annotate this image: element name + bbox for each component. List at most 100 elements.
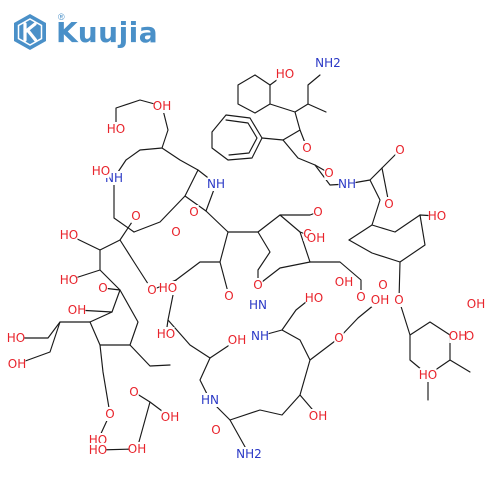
atom-label-backing xyxy=(309,409,327,423)
atom-label: O xyxy=(384,197,393,211)
bond xyxy=(257,231,271,286)
atom-label: O xyxy=(313,205,322,219)
bond xyxy=(89,289,139,346)
bond xyxy=(113,105,169,179)
atom-label-backing xyxy=(276,67,294,81)
atom-label-backing xyxy=(324,166,334,180)
atom-label: O xyxy=(356,290,365,304)
atom-label-backing xyxy=(224,289,234,303)
atom-label-backing xyxy=(305,291,323,305)
atom-label-backing xyxy=(419,368,437,382)
atom-label-backing xyxy=(60,273,78,287)
atom-label-backing xyxy=(201,393,219,407)
atom-label-backing xyxy=(171,225,181,239)
kuujia-logo[interactable]: ® Kuujia xyxy=(10,10,158,54)
atom-label-backing xyxy=(428,209,446,223)
atom-label: HO xyxy=(276,67,294,81)
bond xyxy=(119,215,153,291)
atom-label: HO xyxy=(60,228,78,242)
atom-label-backing xyxy=(253,278,263,292)
atom-label: O xyxy=(302,141,311,155)
atom-label: OH xyxy=(68,303,86,317)
bond xyxy=(282,139,316,166)
atom-label: HO xyxy=(428,209,446,223)
atom-label: HO xyxy=(419,368,437,382)
atom-label: HO xyxy=(92,164,110,178)
bond xyxy=(348,214,426,263)
bond xyxy=(16,321,61,365)
atom-label-backing xyxy=(129,385,139,399)
atom-label: HO xyxy=(107,122,125,136)
atom-label-backing xyxy=(60,228,78,242)
atom-label-backing xyxy=(161,410,179,424)
atom-label-backing xyxy=(384,197,394,211)
atom-label: O xyxy=(253,278,262,292)
atom-label: OH xyxy=(449,329,467,343)
atom-label-backing xyxy=(211,423,221,437)
bond xyxy=(259,329,311,396)
bond xyxy=(237,74,271,114)
atom-label: OH xyxy=(161,410,179,424)
bond xyxy=(133,195,186,233)
atom-label: NH xyxy=(338,177,356,191)
bond xyxy=(205,210,319,233)
atom-label-backing xyxy=(302,141,312,155)
atom-label-backing xyxy=(236,447,262,461)
atom-label: O xyxy=(105,407,114,421)
atom-label: HO xyxy=(60,273,78,287)
atom-label: HO xyxy=(305,291,323,305)
atom-label-backing xyxy=(8,357,26,371)
atom-label-backing xyxy=(207,177,225,191)
bond xyxy=(261,129,301,141)
atom-label: OH xyxy=(307,231,325,245)
atom-label: NH xyxy=(251,329,269,343)
bond xyxy=(348,179,381,241)
atom-label: O xyxy=(324,166,333,180)
atom-label: OH xyxy=(335,275,353,289)
atom-label-backing xyxy=(449,329,467,343)
atom-label: OH xyxy=(309,409,327,423)
atom-label-backing xyxy=(107,122,125,136)
atom-label-backing xyxy=(89,443,107,457)
bond xyxy=(136,401,151,450)
atom-label-backing xyxy=(395,143,405,157)
atom-label-backing xyxy=(92,164,110,178)
atom-label-backing xyxy=(105,171,123,185)
atom-label: O xyxy=(211,423,220,437)
atom-label: NH2 xyxy=(315,56,341,70)
atom-label: O xyxy=(147,283,156,297)
atom-label-backing xyxy=(105,407,115,421)
registered-mark: ® xyxy=(58,12,65,22)
atom-label: HO xyxy=(89,443,107,457)
atom-label-backing xyxy=(334,331,344,345)
bond-lines xyxy=(15,73,471,455)
atom-label-backing xyxy=(467,297,485,311)
atom-label: HN xyxy=(249,298,267,312)
atom-label: NH2 xyxy=(236,447,262,461)
atom-label: HO xyxy=(7,331,25,345)
atom-label-backing xyxy=(307,231,325,245)
atom-label: O xyxy=(189,205,198,219)
bond xyxy=(307,74,321,105)
atom-label: O xyxy=(378,278,387,292)
atom-label-backing xyxy=(251,329,269,343)
atom-label-backing xyxy=(68,303,86,317)
atom-labels: HONH2OOOONHHOOOOHHONHHOOHOHOOHONHOHOHOOO… xyxy=(7,56,485,461)
bond xyxy=(257,261,311,286)
atom-label-backing xyxy=(157,327,175,341)
atom-label-backing xyxy=(356,290,366,304)
atom-label: HO xyxy=(157,327,175,341)
bond xyxy=(229,394,301,421)
atom-label: O xyxy=(129,385,138,399)
atom-label: HO xyxy=(159,281,177,295)
bond xyxy=(449,359,471,373)
bond xyxy=(99,344,111,415)
bond xyxy=(211,114,263,161)
atom-label: HN xyxy=(201,393,219,407)
bond xyxy=(309,337,340,361)
brand-name: Kuujia xyxy=(56,15,159,49)
atom-label-backing xyxy=(315,56,341,70)
atom-label-backing xyxy=(131,209,141,223)
